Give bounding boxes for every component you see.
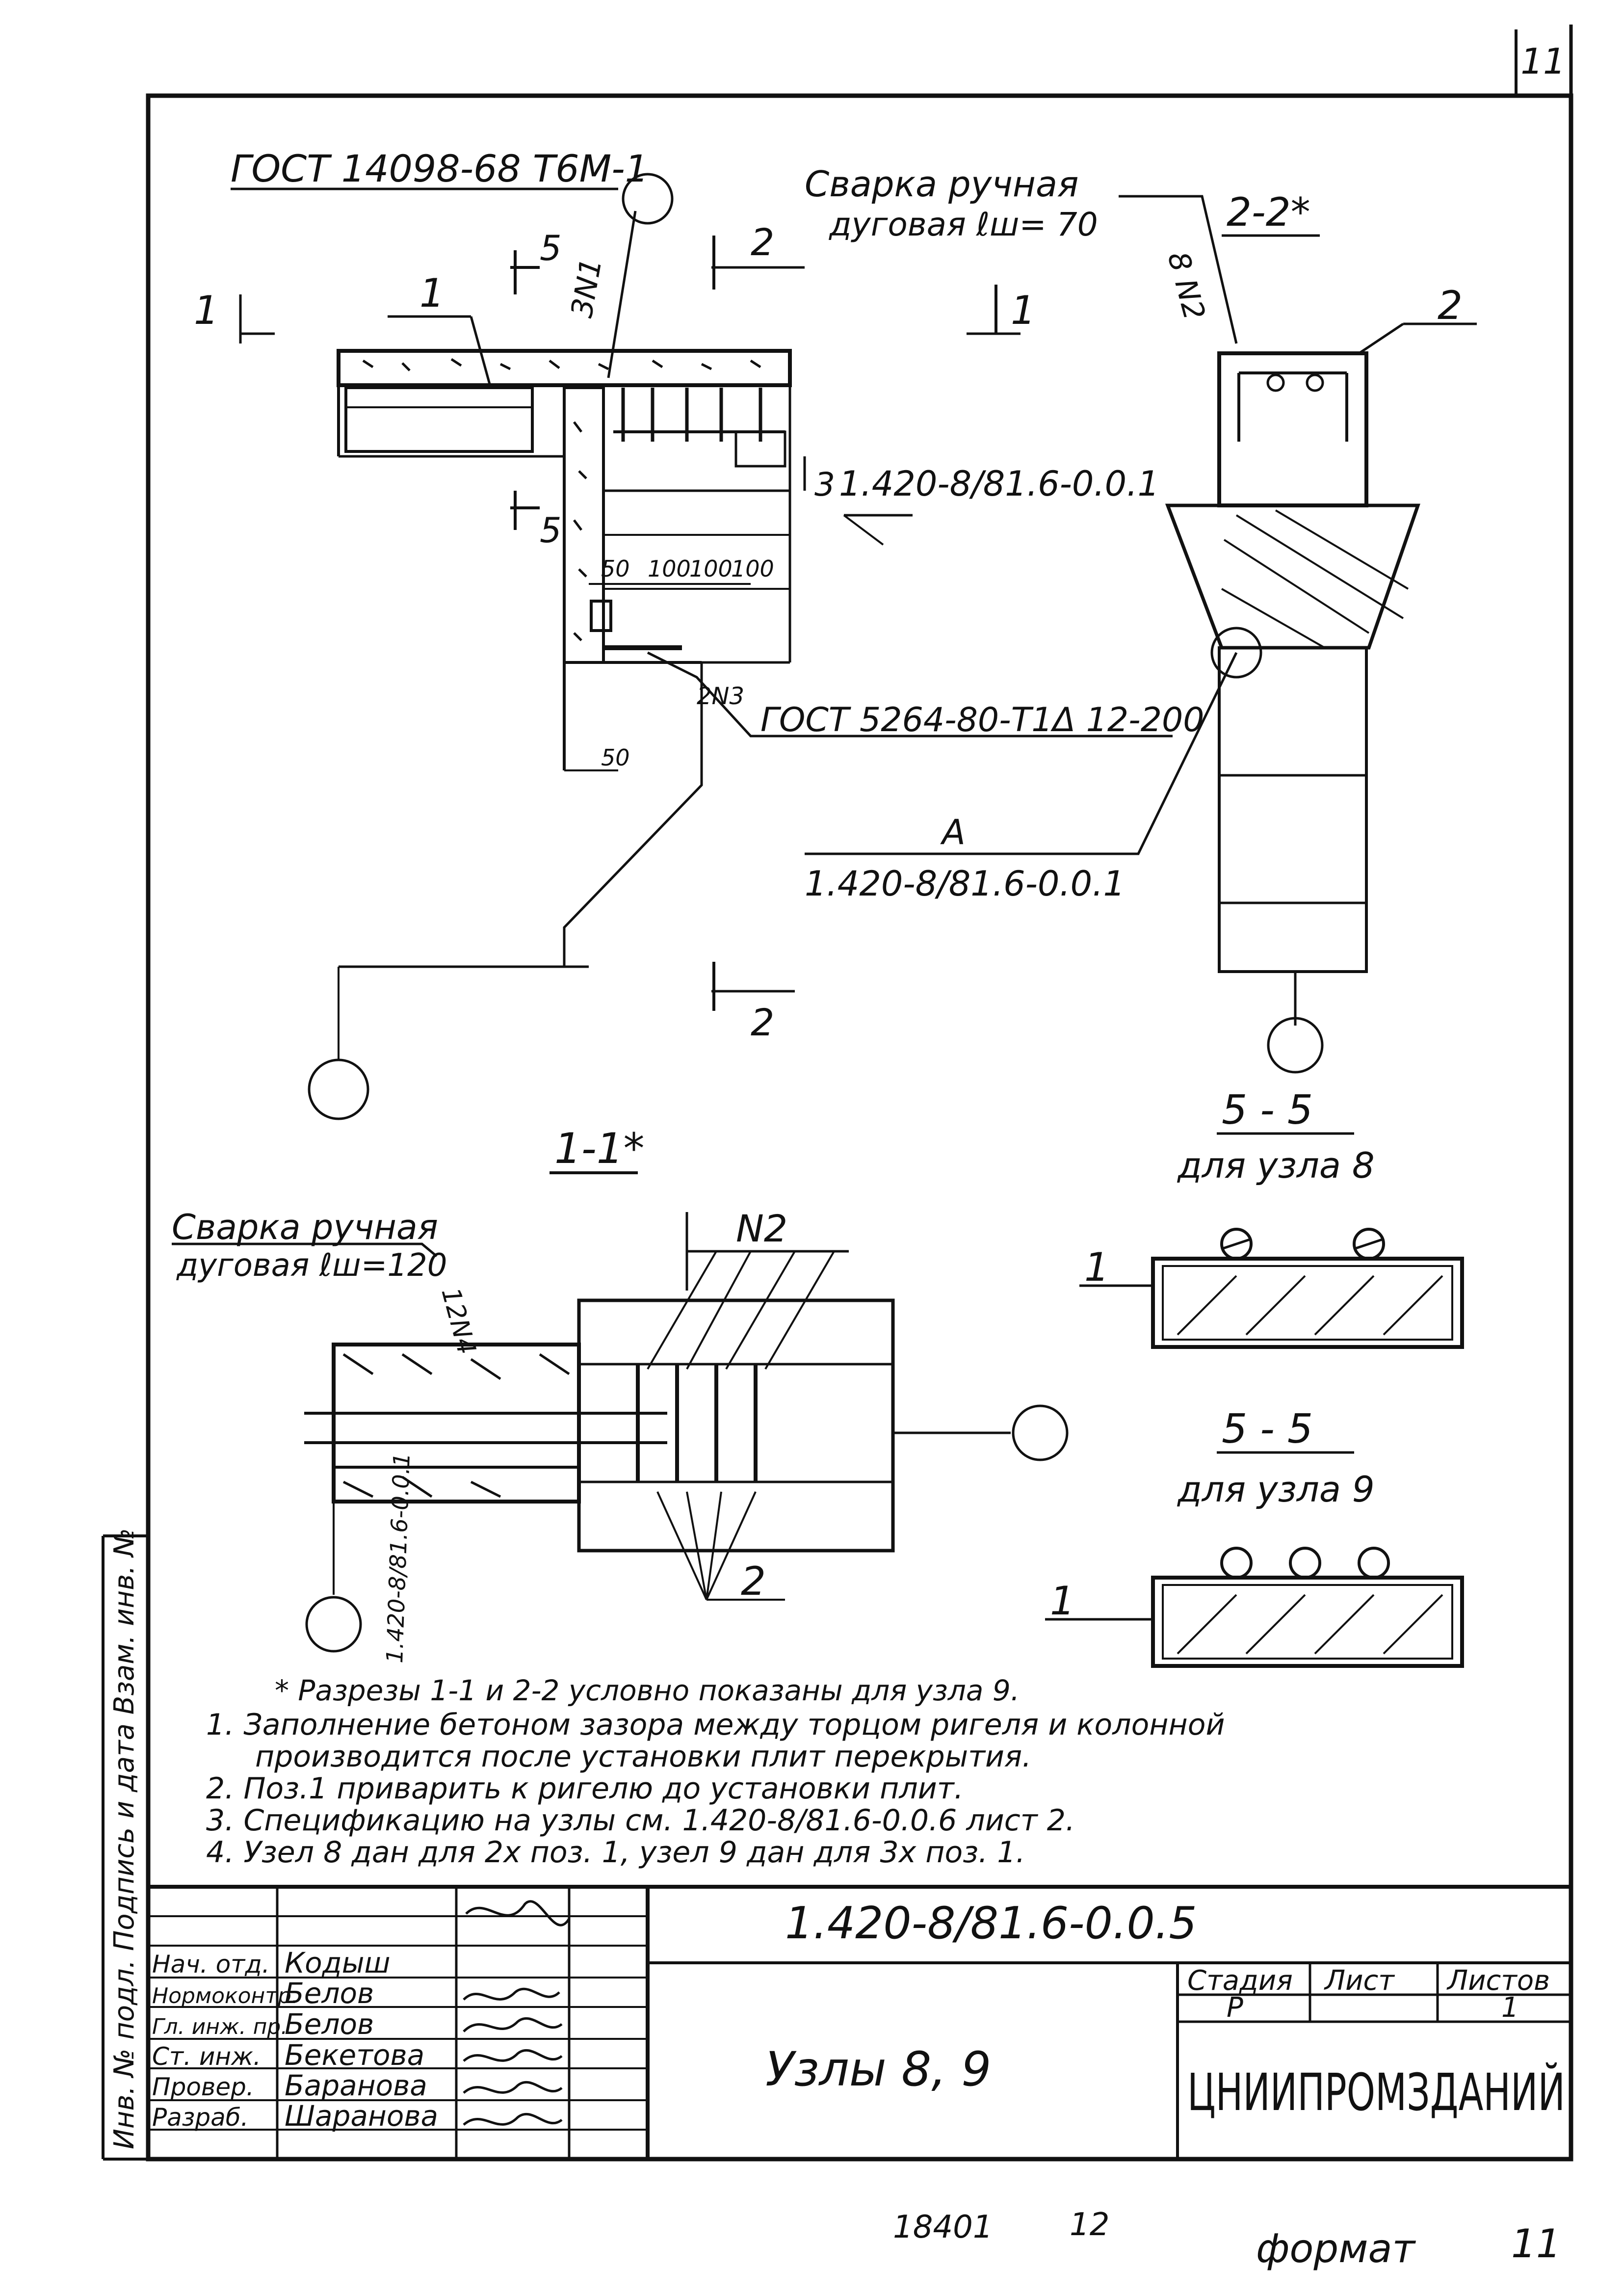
cut-1-right-label: 1 bbox=[1011, 288, 1036, 333]
role-label: Провер. bbox=[152, 2073, 254, 2101]
dim-50-low: 50 bbox=[601, 744, 630, 771]
section-5-5-b-sub: для узла 9 bbox=[1177, 1469, 1375, 1510]
section-1-1-title: 1-1* bbox=[554, 1124, 644, 1173]
drawing-title: Узлы 8, 9 bbox=[765, 2042, 991, 2097]
label-pos2-2-2: 2 bbox=[1438, 283, 1463, 328]
welding-top-line1: Сварка ручная bbox=[805, 163, 1078, 205]
welding-1-1-line2: дуговая ℓш=120 bbox=[176, 1247, 447, 1284]
welding-top-line2: дуговая ℓш= 70 bbox=[829, 206, 1098, 243]
role-label: Гл. инж. пр. bbox=[152, 2014, 288, 2039]
cut-5-top-label: 5 bbox=[540, 228, 562, 268]
section-2-2 bbox=[1119, 195, 1477, 1074]
sheets-header: Листов bbox=[1446, 1965, 1550, 1997]
footer-number: 18401 bbox=[893, 2209, 993, 2245]
weld-callout-mid: 2N3 bbox=[697, 683, 744, 710]
role-name: Кодыш bbox=[285, 1946, 391, 1979]
role-name: Белов bbox=[285, 2007, 374, 2041]
format-label: формат bbox=[1256, 2226, 1416, 2271]
roles-table: Нач. отд. Кодыш Нормоконтр. Белов Гл. ин… bbox=[152, 1946, 438, 2133]
role-name: Бекетова bbox=[285, 2038, 424, 2072]
welding-1-1-line1: Сварка ручная bbox=[172, 1207, 438, 1247]
doc-code: 1.420-8/81.6-0.0.5 bbox=[785, 1898, 1197, 1949]
role-name: Баранова bbox=[285, 2069, 427, 2102]
note-1-line2: производится после установки плит перекр… bbox=[255, 1740, 1031, 1774]
dim-100-b: 100 bbox=[689, 555, 733, 582]
section-5-5-node-9 bbox=[1045, 1451, 1464, 1668]
role-label: Ст. инж. bbox=[152, 2042, 261, 2071]
section-5-5-a-title: 5 - 5 bbox=[1222, 1087, 1313, 1134]
weld-callout-2-2: 8 N2 bbox=[1161, 248, 1212, 324]
stage-header: Стадия bbox=[1187, 1965, 1293, 1997]
dim-50: 50 bbox=[601, 555, 630, 582]
weld-callout-top: 3N1 bbox=[565, 256, 609, 320]
stage-value: Р bbox=[1227, 1992, 1243, 2024]
section-5-5-node-8 bbox=[1079, 1132, 1464, 1349]
margin-note: Инв. № подл. Подпись и дата Взам. инв. № bbox=[108, 1528, 140, 2149]
section-5-5-a-sub: для узла 8 bbox=[1177, 1145, 1375, 1186]
note-2: 2. Поз.1 приварить к ригелю до установки… bbox=[206, 1771, 964, 1806]
role-label: Нач. отд. bbox=[152, 1950, 270, 1979]
sheet-header: Лист bbox=[1324, 1965, 1395, 1997]
signatures bbox=[463, 1900, 571, 2126]
section-1-1 bbox=[172, 1171, 1069, 1653]
main-leaders bbox=[231, 173, 1262, 1011]
footer-page: 12 bbox=[1070, 2207, 1109, 2243]
cut-5-bottom-label: 5 bbox=[540, 510, 562, 551]
title-block bbox=[148, 1885, 1571, 2159]
cut-2-top-label: 2 bbox=[751, 220, 774, 264]
cut-1-left-label: 1 bbox=[194, 288, 219, 333]
section-5-5-a-pos: 1 bbox=[1084, 1244, 1109, 1290]
label-N2: N2 bbox=[736, 1207, 787, 1250]
format-value: 11 bbox=[1511, 2221, 1561, 2267]
gost-bottom-label: ГОСТ 5264-80-Т1Δ 12-200 bbox=[760, 701, 1204, 739]
label-pos1-main: 1 bbox=[419, 270, 445, 316]
note-star: * Разрезы 1-1 и 2-2 условно показаны для… bbox=[275, 1674, 1020, 1707]
weld-callout-1-1: 12N4 bbox=[435, 1285, 481, 1358]
role-label: Разраб. bbox=[152, 2103, 248, 2132]
note-1-line1: 1. Заполнение бетоном зазора между торцо… bbox=[206, 1708, 1225, 1742]
notes-block: * Разрезы 1-1 и 2-2 условно показаны для… bbox=[206, 1674, 1225, 1870]
ref-3-label: 3 bbox=[814, 466, 835, 503]
ref-doc-main: 1.420-8/81.6-0.0.1 bbox=[839, 464, 1159, 504]
section-5-5-b-pos: 1 bbox=[1050, 1578, 1075, 1624]
label-2-bottom: 2 bbox=[741, 1558, 766, 1604]
org-name: ЦНИИПРОМЗДАНИЙ bbox=[1187, 2062, 1565, 2122]
note-3: 3. Спецификацию на узлы см. 1.420-8/81.6… bbox=[206, 1803, 1075, 1838]
vertical-ref: 1.420-8/81.6-0.0.1 bbox=[381, 1452, 415, 1664]
section-5-5-b-title: 5 - 5 bbox=[1222, 1406, 1313, 1452]
sheet-frame bbox=[102, 25, 1573, 2162]
gost-top-label: ГОСТ 14098-68 Т6М-1 bbox=[231, 147, 649, 190]
role-name: Шаранова bbox=[285, 2099, 438, 2133]
ref-A-label: A bbox=[940, 812, 966, 852]
main-elevation bbox=[308, 349, 792, 1120]
corner-sheet-number: 11 bbox=[1520, 41, 1566, 82]
dim-100-c: 100 bbox=[731, 555, 774, 582]
sheets-value: 1 bbox=[1501, 1992, 1519, 2024]
role-label: Нормоконтр. bbox=[152, 1983, 298, 2008]
note-4: 4. Узел 8 дан для 2х поз. 1, узел 9 дан … bbox=[206, 1835, 1025, 1870]
dim-100-a: 100 bbox=[648, 555, 691, 582]
cut-2-bottom-label: 2 bbox=[751, 1001, 774, 1044]
role-name: Белов bbox=[285, 1977, 374, 2010]
ref-doc-A: 1.420-8/81.6-0.0.1 bbox=[805, 864, 1125, 904]
section-2-2-title: 2-2* bbox=[1227, 189, 1310, 235]
